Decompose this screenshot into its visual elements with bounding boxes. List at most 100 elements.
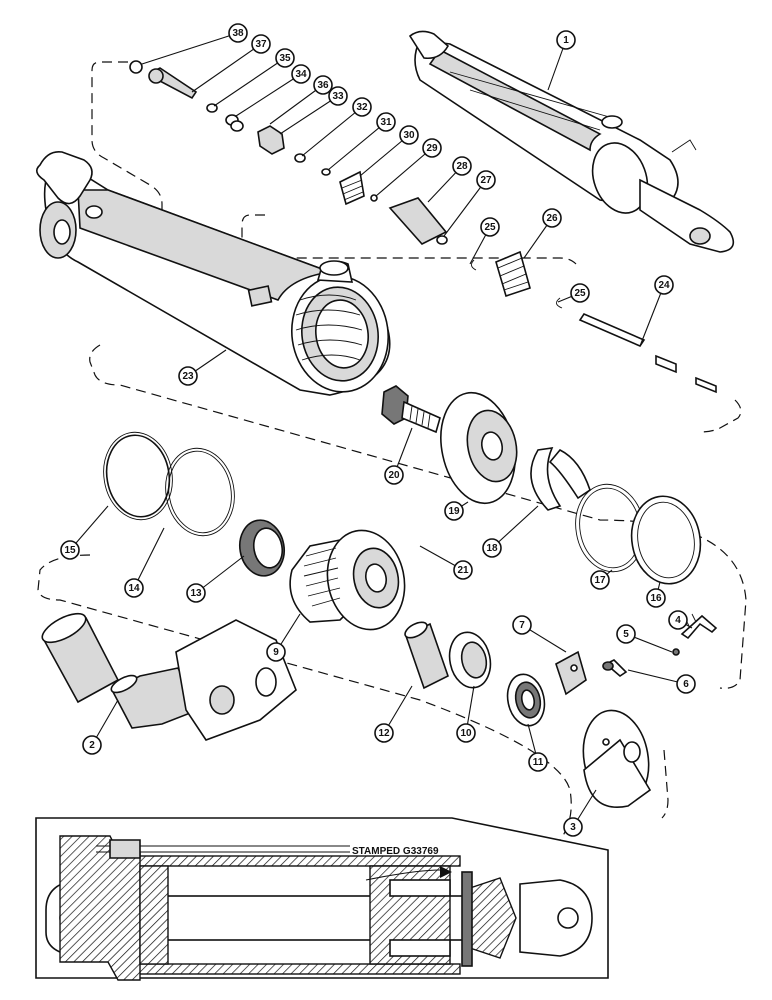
callout-circle [453,560,473,580]
callout-number: 36 [317,80,329,91]
callout-number: 15 [64,545,76,556]
callout-12: 12 [374,723,394,743]
callout-23: 23 [178,366,198,386]
callout-number: 37 [255,39,267,50]
callout-number: 31 [380,117,392,128]
callout-number: 29 [426,143,438,154]
middle-row-parts [381,385,702,585]
callout-number: 1 [563,35,569,46]
callout-number: 26 [546,213,558,224]
callout-11: 11 [528,752,548,772]
callout-number: 24 [658,280,670,291]
callout-number: 5 [623,629,629,640]
lower-parts [404,613,718,727]
callout-24: 24 [654,275,674,295]
cylinder-barrel [36,150,391,396]
leader-line [301,106,363,157]
callout-number: 19 [448,506,460,517]
callout-circle [60,540,80,560]
leader-line [359,134,410,177]
callout-16: 16 [646,588,666,608]
callout-circle [328,86,348,106]
callout-4: 4 [668,610,688,630]
callout-number: 30 [403,130,415,141]
callout-circle [480,217,500,237]
callout-circle [590,570,610,590]
callout-number: 27 [480,175,492,186]
callout-37: 37 [251,34,271,54]
callout-number: 38 [232,28,244,39]
callout-number: 12 [378,728,390,739]
callout-32: 32 [352,97,372,117]
callout-10: 10 [456,723,476,743]
assembled-cylinder-view [408,30,735,253]
callout-number: 3 [570,822,576,833]
callout-34: 34 [291,64,311,84]
callout-circle [376,112,396,132]
callout-circle [422,138,442,158]
piston-rod-and-end-cap [41,612,652,808]
leader-line [235,73,302,117]
leader-line [191,43,262,93]
callout-circle [476,170,496,190]
small-parts-row [129,60,717,394]
callout-number: 25 [574,288,586,299]
callout-circle [512,615,532,635]
leader-line [195,555,245,594]
callout-circle [444,501,464,521]
callout-5: 5 [616,624,636,644]
callout-number: 28 [456,161,468,172]
callout-labels: 1234567910111213141516171819202123242525… [60,23,696,837]
callout-circle [399,125,419,145]
stamp-label: STAMPED G33769 [352,846,439,857]
callout-25: 25 [480,217,500,237]
callout-25: 25 [570,283,590,303]
callout-33: 33 [328,86,348,106]
callout-circle [291,64,311,84]
leader-line [213,57,286,107]
inset-frame [35,817,609,979]
callout-28: 28 [452,156,472,176]
callout-15: 15 [60,540,80,560]
callout-number: 17 [594,575,606,586]
callout-38: 38 [228,23,248,43]
callout-36: 36 [313,75,333,95]
callout-circle [251,34,271,54]
callout-number: 4 [675,615,681,626]
callout-circle [384,465,404,485]
callout-number: 18 [486,543,498,554]
callout-circle [654,275,674,295]
callout-circle [676,674,696,694]
callout-18: 18 [482,538,502,558]
callout-circle [646,588,666,608]
callout-number: 6 [683,679,689,690]
callout-circle [616,624,636,644]
callout-1: 1 [556,30,576,50]
leader-line [375,147,433,197]
inset-cross-section: STAMPED G33769 [35,817,609,981]
seal-rings-and-piston [103,431,406,631]
leader-line [141,32,239,65]
callout-circle [124,578,144,598]
callout-number: 34 [295,69,307,80]
callout-20: 20 [384,465,404,485]
callout-circle [563,817,583,837]
callout-7: 7 [512,615,532,635]
leader-line [443,179,487,237]
callout-number: 2 [89,740,95,751]
callout-number: 35 [279,53,291,64]
callout-26: 26 [542,208,562,228]
callout-circle [266,642,286,662]
callout-circle [570,283,590,303]
callout-circle [528,752,548,772]
callout-14: 14 [124,578,144,598]
callout-circle [452,156,472,176]
callout-27: 27 [476,170,496,190]
callout-circle [186,583,206,603]
callout-number: 23 [182,371,194,382]
callout-circle [228,23,248,43]
leader-line [327,121,387,171]
callout-number: 11 [533,757,544,768]
callout-number: 33 [332,91,344,102]
